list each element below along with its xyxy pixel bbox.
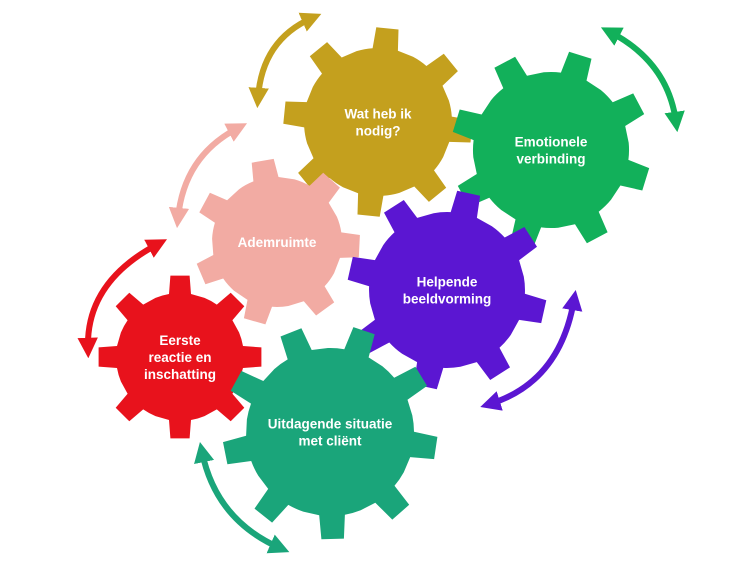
arrow-green [600, 27, 685, 133]
gears-layer: Wat heb ik nodig? Emotionele verbindingAdem… [98, 27, 650, 540]
gear-helpende-beeldvorming: Helpende beeldvorming [347, 190, 547, 390]
gear-label-line: Eerste [159, 333, 201, 348]
gear-label-line: met cliënt [298, 434, 362, 449]
gear-label-line: Uitdagende situatie [268, 417, 393, 432]
gear-shape-wat-heb-ik-nodig [283, 27, 473, 217]
gear-label-line: Emotionele [515, 135, 588, 150]
gear-label-emotionele-verbinding: Emotionele verbinding [515, 135, 588, 167]
gear-label-uitdagende-situatie: Uitdagende situatie met cliënt [268, 417, 393, 449]
arrow-red [77, 239, 168, 359]
gear-label-line: inschatting [144, 367, 216, 382]
gear-label-line: beeldvorming [403, 292, 492, 307]
gear-ademruimte: Ademruimte [196, 158, 360, 325]
gear-label-line: reactie en [148, 350, 211, 365]
arrow-gold [248, 12, 322, 109]
arrows-layer [77, 12, 685, 554]
gear-label-line: Wat heb ik [344, 107, 411, 122]
arrow-purple [480, 289, 583, 411]
gear-label-wat-heb-ik-nodig: Wat heb ik nodig? [344, 107, 411, 139]
gear-emotionele-verbinding: Emotionele verbinding [452, 51, 650, 249]
gear-shape-helpende-beeldvorming [347, 190, 547, 390]
gear-label-helpende-beeldvorming: Helpende beeldvorming [403, 275, 492, 307]
arrow-pink [168, 123, 248, 229]
gear-shape-ademruimte [196, 158, 360, 325]
gear-label-line: Ademruimte [238, 235, 317, 250]
gear-uitdagende-situatie: Uitdagende situatie met cliënt [223, 327, 438, 540]
arrow-teal [194, 442, 290, 554]
gear-label-line: nodig? [356, 124, 401, 139]
gear-shape-eerste-reactie [98, 275, 262, 439]
gear-label-line: verbinding [516, 152, 585, 167]
gear-label-ademruimte: Ademruimte [238, 235, 317, 250]
gear-wat-heb-ik-nodig: Wat heb ik nodig? [283, 27, 473, 217]
gear-eerste-reactie: Eerste reactie en inschatting [98, 275, 262, 439]
gear-label-eerste-reactie: Eerste reactie en inschatting [144, 333, 216, 382]
gear-shape-emotionele-verbinding [452, 51, 650, 249]
gear-label-line: Helpende [417, 275, 478, 290]
gear-shape-uitdagende-situatie [223, 327, 438, 540]
